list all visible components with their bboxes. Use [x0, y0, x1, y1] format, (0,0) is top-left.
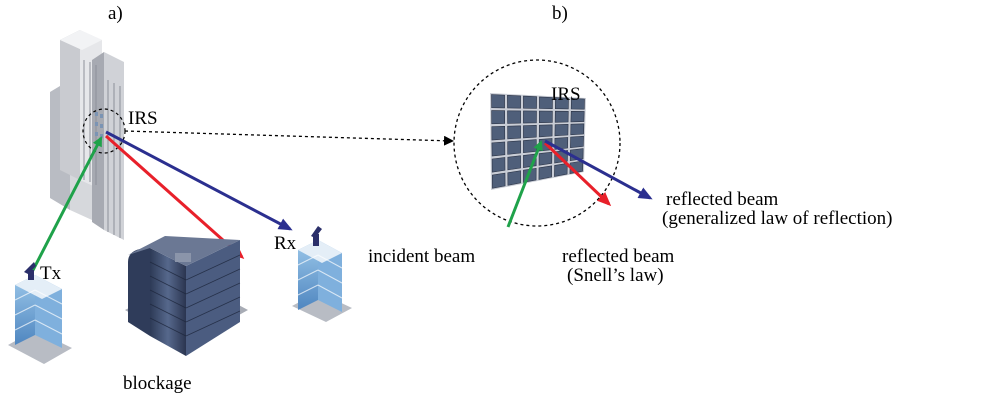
snell-label-line2: (Snell’s law)	[567, 265, 664, 286]
irs-element	[538, 151, 553, 166]
irs-element	[539, 96, 553, 110]
irs-element	[538, 124, 553, 138]
irs-label-a: IRS	[128, 108, 158, 129]
irs-element	[507, 140, 521, 155]
irs-element	[554, 123, 569, 137]
irs-element	[491, 172, 506, 189]
rx-label: Rx	[274, 233, 297, 254]
irs-element	[491, 157, 506, 173]
irs-label-b: IRS	[551, 84, 581, 105]
snell-label-line1: reflected beam	[562, 246, 675, 267]
incident-beam-b	[506, 140, 543, 228]
irs-element	[491, 141, 506, 157]
irs-element	[523, 139, 537, 154]
irs-element	[491, 94, 505, 109]
generalized-beam-a	[105, 130, 293, 231]
tx-label: Tx	[40, 263, 62, 284]
irs-element	[538, 165, 553, 180]
incident-beam-a	[28, 136, 103, 277]
irs-element	[491, 125, 506, 141]
panel-a-label: a)	[108, 3, 123, 24]
irs-element	[523, 124, 537, 139]
irs-surface	[490, 93, 586, 190]
generalized-beam-b	[544, 139, 653, 200]
irs-element	[570, 110, 585, 123]
tx-building	[8, 262, 72, 364]
panel-b-label: b)	[552, 3, 568, 24]
irs-element	[507, 170, 521, 186]
blockage-label: blockage	[123, 373, 192, 394]
irs-element	[554, 97, 569, 110]
irs-element	[570, 123, 585, 136]
blockage-building	[125, 236, 248, 356]
snell-beam-a	[105, 134, 245, 259]
irs-element	[570, 135, 584, 149]
irs-element	[570, 98, 585, 110]
generalized-label-line1: reflected beam	[666, 189, 779, 210]
zoom-link-arrow	[124, 130, 454, 146]
irs-element	[523, 110, 537, 124]
irs-element	[507, 110, 521, 124]
rx-building	[292, 226, 352, 322]
irs-element	[507, 94, 521, 109]
snell-beam-b	[543, 141, 612, 207]
irs-building	[50, 30, 124, 240]
generalized-label-line2: (generalized law of reflection)	[662, 208, 893, 229]
irs-element	[507, 125, 521, 140]
irs-element	[523, 95, 537, 109]
irs-element	[554, 110, 569, 123]
irs-element	[507, 155, 521, 171]
irs-element	[538, 110, 553, 124]
irs-element	[554, 163, 568, 177]
incident-beam-label: incident beam	[368, 246, 475, 267]
irs-element	[491, 110, 506, 125]
zoom-dashed-circle	[453, 59, 621, 227]
